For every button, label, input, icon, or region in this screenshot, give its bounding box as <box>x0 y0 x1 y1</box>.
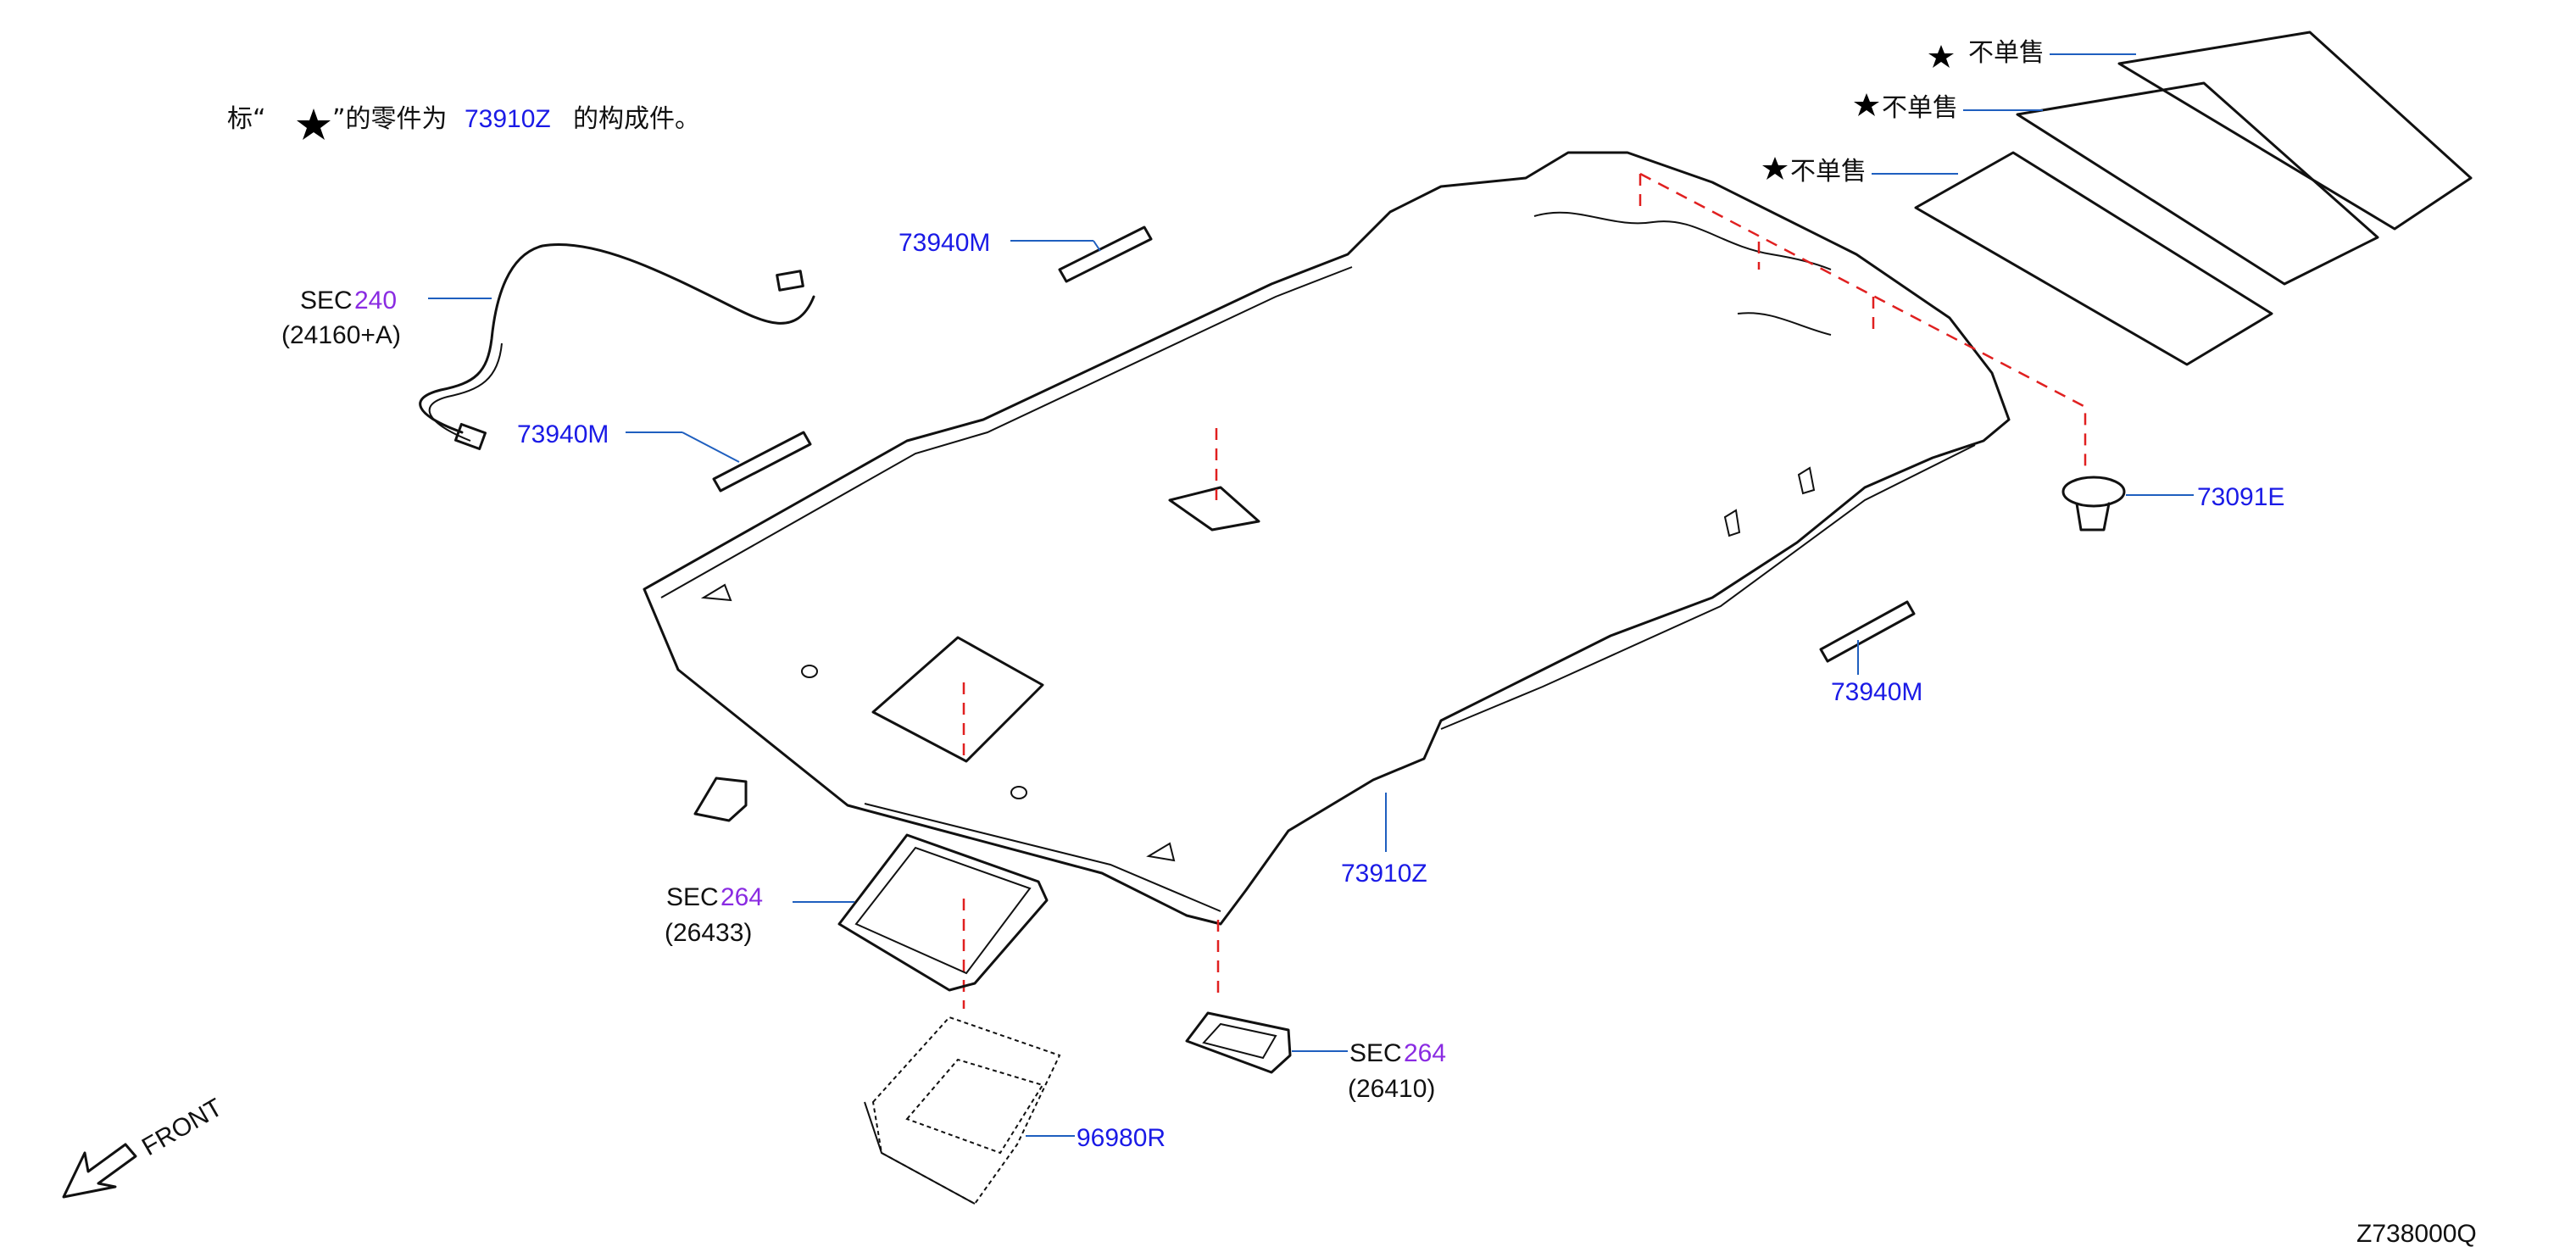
drawing-id: Z738000Q <box>2356 1220 2477 1248</box>
insulator-pads <box>1914 31 2473 366</box>
part-number-73940m-right: 73940M <box>1831 678 1922 706</box>
not-sold-label-1: 不单售 <box>1928 38 2136 68</box>
part-number-73940m-top: 73940M <box>899 229 990 257</box>
assist-grip-top: 73940M <box>899 225 1153 283</box>
part-number-73091e: 73091E <box>2197 483 2284 511</box>
sec-264-number-a: 264 <box>721 883 763 911</box>
note-suffix: ”的零件为 <box>332 104 448 134</box>
star-icon <box>297 109 331 140</box>
not-sold-text: 不单售 <box>1882 93 1958 123</box>
star-icon <box>1854 93 1879 116</box>
front-label: FRONT <box>137 1094 227 1161</box>
front-indicator: FRONT <box>62 1094 227 1199</box>
not-sold-text: 不单售 <box>1968 38 2045 68</box>
part-number-96980r: 96980R <box>1077 1124 1166 1152</box>
small-bracket <box>693 777 748 822</box>
sec-240-sub: (24160+A) <box>281 321 401 349</box>
wire-harness: SEC 240 (24160+A) <box>281 242 815 451</box>
assembly-note: 标“ ”的零件为 73910Z 的构成件。 <box>227 104 700 140</box>
hidden-lines <box>962 172 2087 1009</box>
not-sold-text: 不单售 <box>1790 157 1867 186</box>
not-sold-label-2: 不单售 <box>1854 93 2043 123</box>
headlining-label: 73910Z <box>1341 793 1427 888</box>
assist-grip-right: 73940M <box>1819 600 1922 706</box>
map-lamp-bezel: SEC 264 (26433) <box>665 833 1049 992</box>
not-sold-label-3: 不单售 <box>1762 157 1958 186</box>
room-lamp: SEC 264 (26410) <box>1185 1011 1446 1103</box>
headlining-panel <box>643 151 2011 926</box>
assist-grip-left: 73940M <box>517 420 812 493</box>
note-tail: 的构成件。 <box>573 104 700 134</box>
part-number-73910z: 73910Z <box>1341 860 1427 888</box>
front-arrow-icon <box>62 1143 137 1199</box>
sec-264-sub-b: (26410) <box>1348 1075 1435 1103</box>
sec-240-prefix: SEC <box>300 287 353 314</box>
note-prefix: 标“ <box>227 104 266 134</box>
sec-240-number: 240 <box>354 287 397 314</box>
part-number-73940m-left: 73940M <box>517 420 609 448</box>
roof-console: 96980R <box>864 1016 1166 1205</box>
clip-73091e: 73091E <box>2061 476 2284 532</box>
star-icon <box>1762 157 1788 180</box>
sec-264-prefix-a: SEC <box>666 883 719 911</box>
sec-264-sub-a: (26433) <box>665 919 752 947</box>
sec-264-prefix-b: SEC <box>1349 1039 1402 1067</box>
star-icon <box>1928 45 1954 68</box>
note-ref-part: 73910Z <box>465 105 551 133</box>
sec-264-number-b: 264 <box>1404 1039 1446 1067</box>
